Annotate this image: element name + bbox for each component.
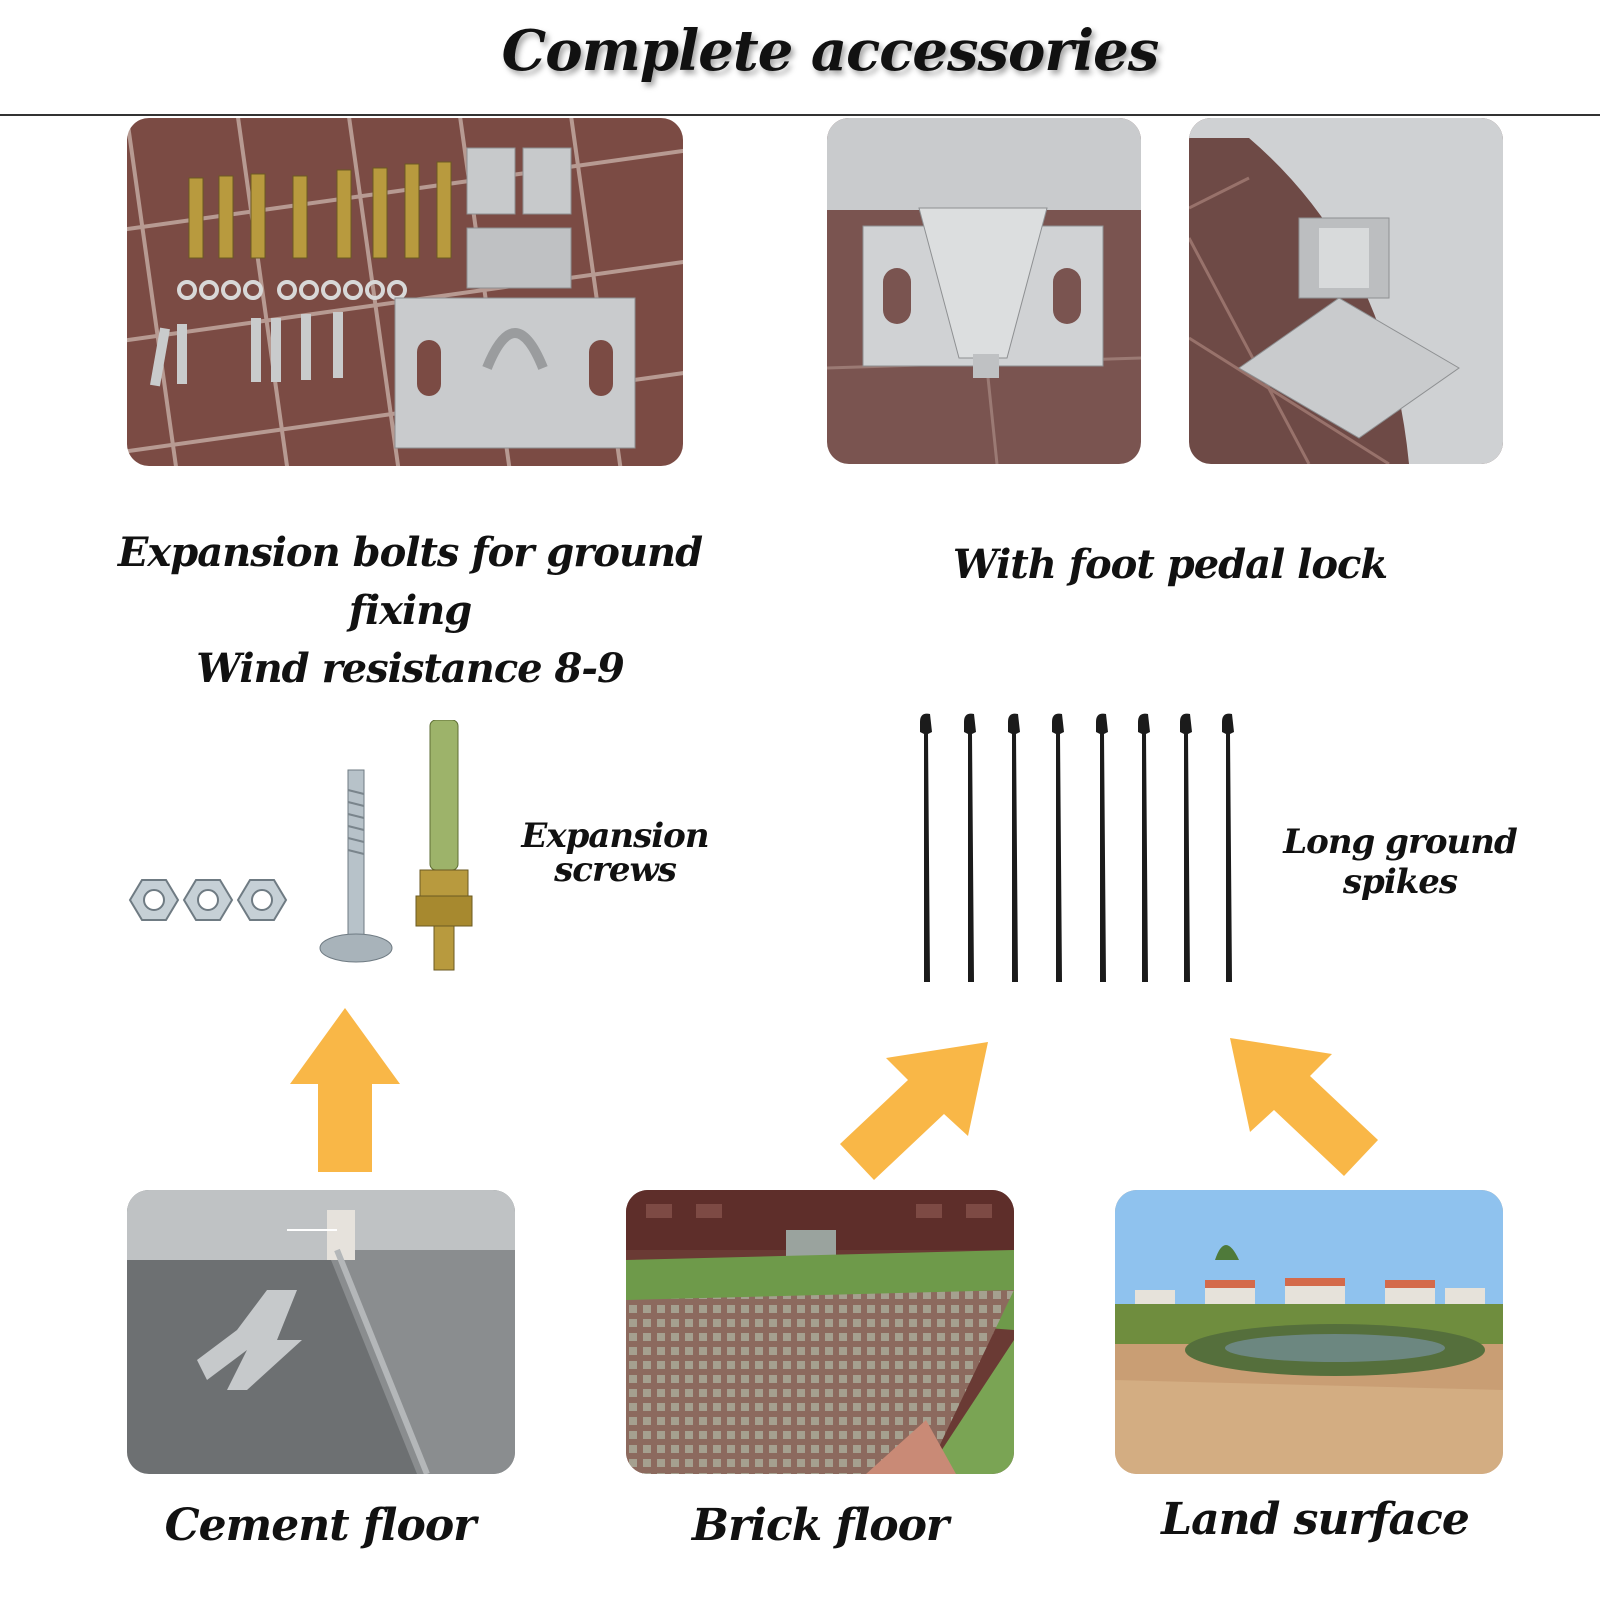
page-title: Complete accessories bbox=[501, 18, 1160, 84]
arrow-up-left-icon bbox=[1228, 1036, 1378, 1176]
land-surface-photo bbox=[1115, 1190, 1503, 1474]
ground-spikes-label-line1: Long ground bbox=[1283, 822, 1518, 862]
brick-floor-photo bbox=[626, 1190, 1014, 1474]
land-surface-label: Land surface bbox=[1161, 1494, 1470, 1545]
expansion-screw-parts bbox=[120, 720, 510, 990]
foot-pedal-lock-photo-angle bbox=[1189, 118, 1503, 464]
cement-floor-label: Cement floor bbox=[164, 1500, 477, 1551]
arrow-up-right-icon bbox=[840, 1040, 990, 1180]
expansion-kit-caption-line2: Wind resistance 8-9 bbox=[196, 645, 625, 692]
expansion-screws-label-line1: Expansion bbox=[521, 816, 709, 856]
ground-spikes-label-line2: spikes bbox=[1342, 862, 1458, 902]
arrow-up-icon bbox=[290, 1008, 400, 1172]
foot-pedal-lock-photo-front bbox=[827, 118, 1141, 464]
foot-pedal-caption: With foot pedal lock bbox=[952, 541, 1388, 588]
expansion-screws-label: Expansion screws bbox=[500, 816, 730, 890]
expansion-kit-photo bbox=[127, 118, 683, 466]
ground-spikes-image bbox=[910, 712, 1260, 1002]
brick-floor-label: Brick floor bbox=[691, 1500, 949, 1551]
title-divider bbox=[0, 114, 1600, 116]
expansion-kit-caption: Expansion bolts for ground fixing Wind r… bbox=[60, 524, 760, 698]
ground-spikes-label: Long ground spikes bbox=[1260, 822, 1540, 902]
expansion-screws-label-line2: screws bbox=[554, 850, 677, 890]
expansion-kit-caption-line1: Expansion bolts for ground fixing bbox=[117, 529, 703, 634]
cement-floor-photo bbox=[127, 1190, 515, 1474]
